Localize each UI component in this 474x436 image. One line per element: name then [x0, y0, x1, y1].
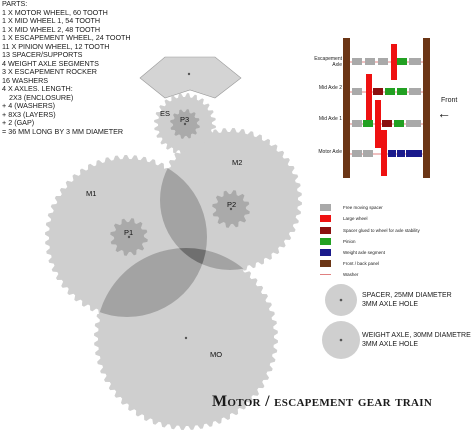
pinion-3-axle-hole: [183, 122, 187, 126]
glued-spacer: [382, 120, 392, 127]
pinion: [394, 120, 404, 127]
parts-line: + 2 (gap): [2, 118, 35, 127]
pinion: [385, 88, 395, 95]
free-spacer: [352, 88, 362, 95]
mid-wheel-1-label: M1: [86, 189, 96, 198]
parts-line: 4 Weight axle segments: [2, 58, 99, 68]
pinion: [397, 58, 407, 65]
large-wheel: [375, 100, 381, 148]
parts-line: 11 x Pinion wheel, 12 tooth: [2, 41, 110, 51]
front-label: Front: [441, 97, 457, 104]
parts-list: Parts: 1 x Motor wheel, 60 tooth 1 x Mid…: [2, 0, 152, 136]
weight-axle-desc-line2: 3mm axle hole: [362, 341, 419, 348]
front-panel: [343, 38, 350, 178]
weight-axle-segment: [388, 150, 396, 157]
pinion: [363, 120, 373, 127]
parts-line: + 8x3 (layers): [2, 109, 56, 119]
parts-line: = 36 mm long by 3 mm diameter: [2, 126, 124, 136]
weight-axle-segment: [414, 150, 422, 157]
legend-swatch: [320, 227, 331, 235]
free-spacer: [352, 120, 362, 127]
legend-label: Large wheel: [343, 216, 368, 221]
free-spacer: [409, 58, 421, 65]
parts-line: 16 Washers: [2, 75, 49, 85]
legend-swatch: [320, 204, 331, 212]
mid-wheel-2-label: M2: [232, 158, 242, 167]
legend-label: Washer: [343, 272, 359, 277]
pinion-2-label: P2: [227, 200, 236, 209]
free-spacer: [352, 150, 362, 157]
free-spacer: [365, 58, 375, 65]
weight-axle-segment: [397, 150, 405, 157]
axle-label-escapement: Escapement Axle: [314, 56, 342, 68]
free-spacer: [352, 58, 362, 65]
front-arrow-icon: ←: [437, 105, 451, 121]
pinion-3: P3: [170, 109, 200, 139]
pinion-1-label: P1: [124, 228, 133, 237]
legend-label: Pinion: [343, 239, 356, 244]
spacer-desc-line2: 3mm axle hole: [362, 301, 419, 308]
free-spacer: [378, 58, 388, 65]
legend-swatch: [320, 238, 331, 246]
legend-label: Front / back panel: [343, 261, 380, 266]
legend-item: Free moving spacer: [320, 204, 383, 214]
large-wheel: [366, 74, 372, 124]
parts-line: 1 x Mid wheel 1, 54 tooth: [2, 16, 101, 25]
pinion-1-axle-hole: [127, 235, 131, 239]
spacer-desc: Spacer, 25mm diameter 3mm axle hole: [362, 291, 452, 309]
free-spacer: [363, 150, 373, 157]
pinion: [397, 88, 407, 95]
pinion-2: P2: [212, 190, 250, 228]
escapement-rocker: [139, 56, 242, 99]
front-text: Front: [441, 97, 458, 104]
axle-label-mid1: Mid Axle 1: [318, 116, 342, 122]
overlap-m1-mo: [96, 248, 207, 317]
motor-wheel-label: MO: [210, 350, 222, 359]
legend-label: Weight axle segment: [343, 250, 385, 255]
legend-item: Spacer glued to wheel for axle stability: [320, 227, 420, 237]
legend-swatch: [320, 249, 331, 257]
pinion-1: P1: [110, 218, 148, 256]
legend-item: Weight axle segment: [320, 249, 385, 259]
free-spacer: [409, 88, 421, 95]
free-spacer: [406, 120, 421, 127]
parts-line: 1 x Escapement wheel, 24 tooth: [2, 33, 131, 42]
parts-line: 2x3 (enclosure): [9, 92, 74, 102]
legend-swatch: [320, 260, 331, 268]
glued-spacer: [373, 88, 383, 95]
large-wheel: [391, 44, 397, 80]
parts-line: 3 x Escapement rocker: [2, 67, 97, 76]
spacer-desc-line1: Spacer, 25mm diameter: [362, 292, 452, 299]
legend-swatch: [320, 215, 331, 223]
weight-axle-desc: Weight axle, 30mm diametre 3mm axle hole: [362, 331, 471, 349]
legend-label: Spacer glued to wheel for axle stability: [343, 228, 420, 233]
large-wheel: [381, 130, 387, 176]
diagram-title: Motor / escapement gear train: [212, 393, 433, 410]
pinion-3-label: P3: [180, 115, 189, 124]
legend-item: Pinion: [320, 238, 356, 248]
pinion-2-axle-hole: [229, 207, 233, 211]
parts-line: + 4 (washers): [2, 101, 56, 110]
legend-swatch: [320, 274, 331, 277]
parts-line: 1 x Mid wheel 2, 48 tooth: [2, 24, 101, 34]
escapement-wheel-label: ES: [160, 109, 170, 118]
axle-label-motor: Motor Axle: [318, 149, 342, 155]
axle-label-mid2: Mid Axle 2: [318, 85, 342, 91]
parts-heading: Parts:: [2, 0, 28, 8]
legend-item: Front / back panel: [320, 260, 379, 270]
legend-item: Large wheel: [320, 215, 368, 225]
parts-line: 13 Spacer/Supports: [2, 50, 83, 59]
motor-wheel-axle-hole: [184, 336, 188, 340]
axle-diagram: [343, 38, 430, 178]
legend-item: Washer: [320, 271, 358, 281]
weight-axle-desc-line1: Weight axle, 30mm diametre: [362, 332, 471, 339]
parts-line: 1 x Motor wheel, 60 tooth: [2, 7, 108, 17]
legend-label: Free moving spacer: [343, 205, 383, 210]
back-panel: [423, 38, 430, 178]
weight-axle-segment: [406, 150, 414, 157]
